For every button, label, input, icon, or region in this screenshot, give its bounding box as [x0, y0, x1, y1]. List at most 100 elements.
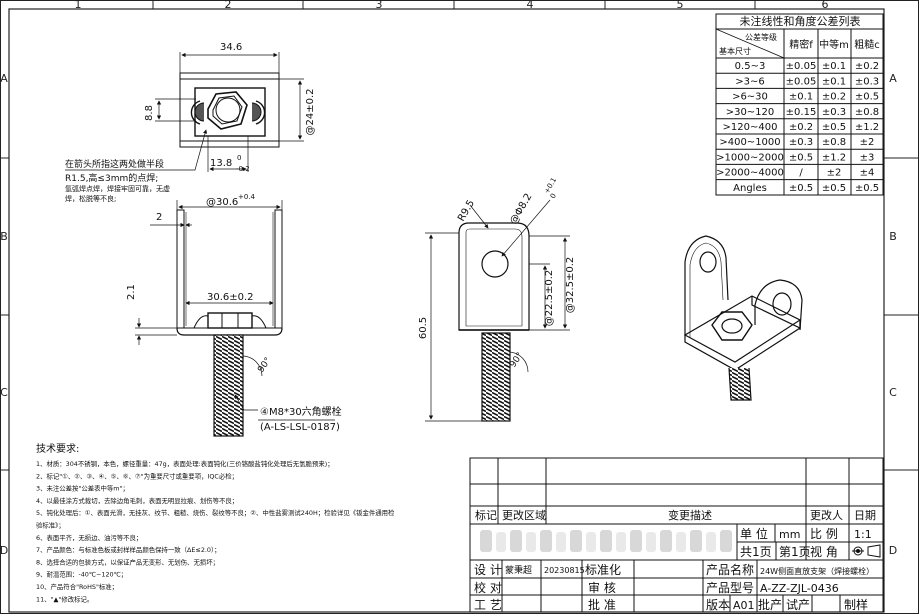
tech-requirement-item: 7、产品颜色：与标准色板或封样样品颜色保持一致（ΔE≤2.0）； [36, 545, 221, 554]
tolerance-header-grade: 公差等级 [745, 32, 777, 42]
batch-label: 批产 [758, 597, 782, 612]
tolerance-cell: >1000~2000 [716, 152, 784, 163]
zone-row-c-left: C [0, 386, 8, 399]
tech-requirement-item: 5、钝化处理后：①、表面光滑，无挂灰、纹节、粗糙、烧伤、裂纹等不良；②、中性盐雾… [36, 508, 395, 517]
tech-requirement-item: 8、选择合适的包装方式，以保证产品无变形、无划伤、无损坏； [36, 557, 219, 566]
designer-name: 蒙秉超 [505, 564, 532, 576]
process-label: 工 艺 [474, 598, 502, 612]
dim-13-8-tol-dn: -0.2 [236, 165, 250, 173]
dim-34-6: 34.6 [220, 42, 242, 53]
dim-30-6-bottom: 30.6±0.2 [207, 292, 254, 303]
dim-r9-5: R9.5 [456, 198, 477, 223]
tolerance-col-coarse: 粗糙c [854, 38, 880, 51]
zone-col-6: 6 [822, 0, 829, 11]
weld-note: 在箭头所指这两处做半段 R1.5,高≤3mm的点焊; 氩弧焊点焊，焊接牢固可靠，… [65, 158, 170, 203]
tolerance-cell: ±0.2 [789, 122, 813, 133]
tolerance-cell: >30~120 [726, 107, 775, 118]
weld-note-line-2: R1.5,高≤3mm的点焊; [65, 172, 158, 184]
review-label: 审 核 [588, 580, 616, 595]
scale-value: 1:1 [854, 528, 872, 541]
tech-requirement-item: 3、未注公差按"公差表中等m"； [36, 484, 129, 493]
dim-90-side: 90° [508, 351, 525, 370]
tolerance-table: 未注线性和角度公差列表 公差等级 基本尺寸 精密f 中等m 粗糙c 0.5~3±… [715, 13, 884, 196]
zone-row-b-right: B [889, 230, 897, 243]
tolerance-cell: ±0.5 [789, 152, 813, 163]
tolerance-cell: >120~400 [723, 122, 778, 133]
tolerance-table-title: 未注线性和角度公差列表 [740, 14, 861, 28]
side-view [425, 199, 570, 422]
tolerance-col-medium: 中等m [819, 38, 849, 51]
tolerance-cell: ±0.1 [822, 61, 846, 72]
tolerance-cell: ±0.5 [855, 92, 879, 103]
tech-requirements-title: 技术要求: [36, 442, 79, 455]
zone-col-3: 3 [376, 0, 383, 11]
tolerance-cell: ±2 [860, 137, 875, 148]
tolerance-cell: Angles [733, 183, 767, 194]
tolerance-cell: ±0.3 [789, 137, 813, 148]
projection-symbol-icon [852, 544, 881, 558]
tech-requirement-item: 1、材质：304不锈钢，本色，螺径重量：47g，表面处理:表面钝化(三价铬酸盐钝… [36, 459, 334, 468]
design-date: 20230815 [544, 566, 585, 575]
tolerance-cell: ±0.05 [786, 76, 817, 87]
tolerance-cell: ±3 [860, 152, 875, 163]
tolerance-cell: ±1.2 [855, 122, 879, 133]
top-view-dims: 34.6 8.8 @24±0.2 13.8 0 -0.2 [144, 42, 316, 173]
title-block-text: 标记 更改区域 变更描述 更改人 日期 单 位 mm 比 例 1:1 共1页 第… [474, 508, 876, 612]
zone-col-2: 2 [225, 0, 232, 11]
tolerance-col-fine: 精密f [789, 38, 813, 51]
tolerance-cell: ±2 [827, 168, 842, 179]
zone-col-4: 4 [527, 0, 534, 11]
tech-requirement-item: 6、表面平齐，无损边、油污等不良； [36, 533, 142, 542]
tolerance-cell: ±0.5 [855, 183, 879, 194]
tolerance-cell: ±0.1 [789, 92, 813, 103]
tech-requirement-item: 9、耐温范围：-40℃~120℃； [36, 570, 127, 579]
dim-30-6-top-tol: +0.4 [238, 193, 256, 201]
tolerance-cell: ±0.5 [789, 183, 813, 194]
zone-row-b-left: B [0, 230, 8, 243]
tolerance-cell: ±0.5 [822, 183, 846, 194]
view-label: 视 角 [810, 544, 838, 559]
page-number: 第1页 [779, 545, 811, 559]
dim-13-8-tol-up: 0 [237, 154, 241, 162]
tolerance-cell: >400~1000 [719, 137, 780, 148]
dim-24: @24±0.2 [305, 88, 316, 135]
weld-note-line-4: 焊，松脱等不良; [65, 194, 116, 203]
tolerance-cell: ±0.5 [822, 122, 846, 133]
isometric-view [683, 235, 803, 401]
front-view-dims: @30.6 +0.4 2 2.1 30.6±0.2 90° ④M8*30六角螺栓… [126, 193, 342, 433]
dim-2: 2 [156, 212, 162, 223]
zone-row-a-right: A [889, 72, 897, 85]
version-value: A01 [733, 599, 755, 612]
redacted-area [480, 530, 732, 552]
dim-30-6-top: @30.6 [206, 197, 238, 208]
tech-requirements-list: 1、材质：304不锈钢，本色，螺径重量：47g，表面处理:表面钝化(三价铬酸盐钝… [36, 459, 395, 603]
version-label: 版本 [706, 598, 730, 612]
dim-phi-8-2-tol-dn: 0 [549, 192, 558, 200]
zone-row-a-left: A [0, 72, 8, 85]
zone-col-1: 1 [75, 0, 82, 11]
tolerance-cell: / [799, 168, 803, 179]
tech-requirements: 技术要求: 1、材质：304不锈钢，本色，螺径重量：47g，表面处理:表面钝化(… [36, 442, 395, 603]
pages-total: 共1页 [740, 545, 772, 559]
tolerance-cell: ±0.2 [822, 92, 846, 103]
bolt-label: ④M8*30六角螺栓 [260, 405, 342, 418]
zone-col-5: 5 [677, 0, 684, 11]
zone-row-labels: A B C D A B C D [0, 72, 897, 557]
title-block [469, 457, 884, 613]
rev-header-mark: 标记 [475, 508, 497, 522]
dim-22-5: @22.5±0.2 [544, 270, 555, 327]
dim-90-front: 90° [256, 356, 273, 375]
tolerance-cell: >2000~4000 [716, 168, 784, 179]
unit-value: mm [779, 528, 800, 541]
front-view [135, 200, 335, 437]
tech-requirement-item: 验标准》； [36, 521, 65, 530]
dim-60-5: 60.5 [418, 317, 429, 339]
tolerance-rows: 0.5~3±0.05±0.1±0.2>3~6±0.05±0.1±0.3>6~30… [716, 61, 883, 194]
weld-note-line-3: 氩弧焊点焊，焊接牢固可靠，无虚 [65, 184, 170, 193]
rev-header-desc: 变更描述 [668, 508, 712, 522]
zone-row-c-right: C [889, 386, 897, 399]
tech-requirement-item: 4、以最佳涂方式裁切，去除边角毛刺，表面无明显拉痕、划伤等不良； [36, 496, 238, 505]
dim-phi-8-2: @Φ8.2 [508, 192, 534, 227]
trial-label: 试产 [786, 597, 810, 612]
